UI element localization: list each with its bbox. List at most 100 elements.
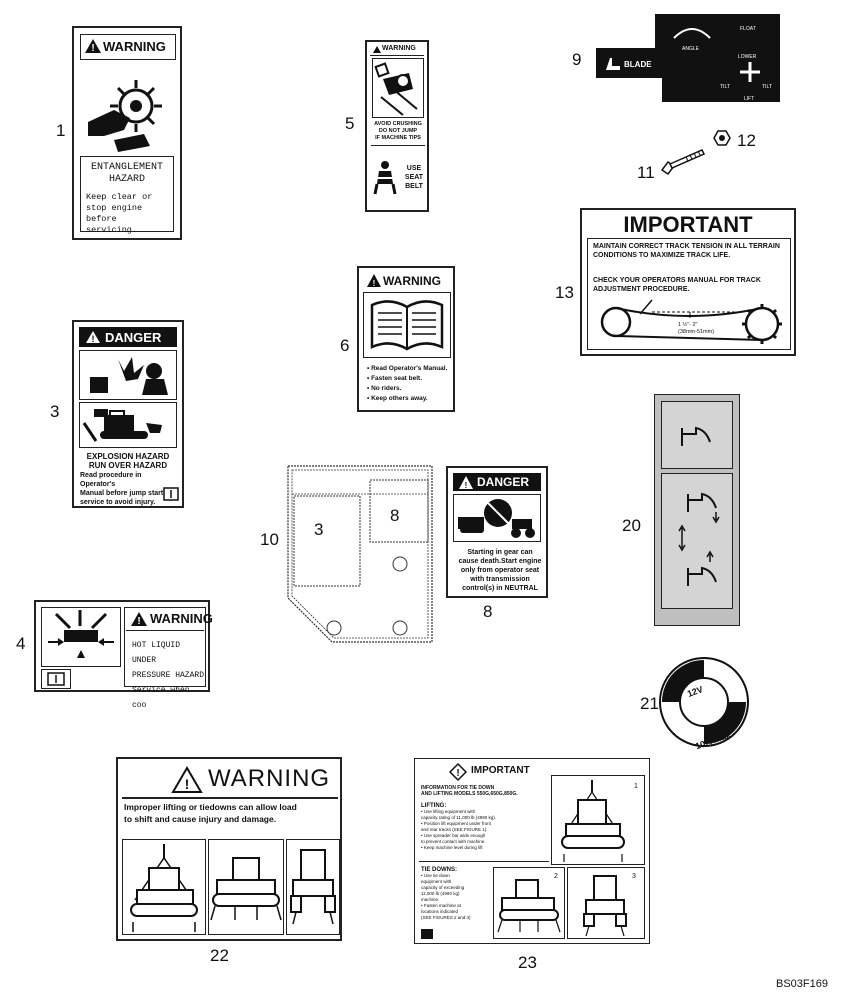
figure-3-number: 3 [632, 873, 636, 880]
battery-explosion-icon [90, 357, 168, 395]
callout-23: 23 [518, 953, 537, 972]
lifting-figure-panel [122, 839, 206, 935]
open-book-icon [370, 300, 444, 351]
lifting-warning-text: Improper lifting or tiedowns can allow l… [124, 802, 297, 824]
position-panel-top [661, 401, 733, 469]
tiedown-rear-figure-panel [286, 839, 340, 935]
decal-20-blade-position-strip [654, 394, 740, 626]
header-divider [122, 797, 338, 799]
danger-header: ! DANGER [453, 473, 541, 491]
callout-8: 8 [483, 602, 493, 621]
section-divider [419, 861, 549, 862]
tiedown-title: TIE DOWNS: [421, 867, 457, 873]
crush-warning-text: AVOID CRUSHING DO NOT JUMP IF MACHINE TI… [374, 121, 422, 141]
track-sag-measurement: 1 ½"- 2" (38mm-51mm) [678, 322, 715, 335]
callout-12: 12 [737, 131, 756, 150]
callout-10: 10 [260, 530, 279, 549]
callout-9: 9 [572, 50, 582, 69]
warning-header-text: WARNING [382, 45, 416, 52]
start-picture-panel [453, 494, 541, 542]
manual-book-icon [47, 672, 65, 686]
decal-10-placement-panel: 3 8 [286, 464, 434, 644]
callout-13: 13 [555, 283, 574, 302]
hazard-instructions: Read procedure in Operator's Manual befo… [80, 472, 172, 506]
dozer-tiedown-rear-icon [290, 849, 336, 925]
important-header-text: IMPORTANT [471, 765, 530, 776]
text-panel [587, 238, 791, 350]
tiedown-side-figure-panel [208, 839, 284, 935]
svg-text:!: ! [456, 768, 459, 779]
important-header-text: IMPORTANT [623, 212, 753, 237]
warning-header: WARNING [370, 45, 424, 56]
seated-operator-icon [373, 161, 397, 195]
callout-22: 22 [210, 946, 229, 965]
svg-text:!: ! [185, 776, 190, 792]
manual-reference-text: CHECK YOUR OPERATORS MANUAL FOR TRACK AD… [593, 277, 761, 293]
blade-label: BLADE [624, 60, 652, 69]
dozer-lifted-icon [130, 844, 198, 932]
nut-icon [713, 130, 731, 146]
radiator-picture-panel [41, 607, 121, 667]
rollover-picture-panel [372, 58, 424, 118]
warning-header: ! WARNING [80, 34, 176, 60]
track-sag-diagram-icon [600, 299, 782, 344]
warning-triangle-outline-icon: ! [171, 766, 203, 793]
svg-text:!: ! [465, 481, 468, 490]
warning-triangle-icon: ! [459, 476, 473, 490]
decal-1-entanglement-warning: ! WARNING ENTANGLEMENT HAZARD Keep clear… [72, 26, 182, 240]
callout-1: 1 [56, 121, 66, 140]
dozer-tiedown-side-icon [497, 879, 561, 933]
danger-header-text: DANGER [477, 475, 530, 489]
machine-rollover-icon [374, 62, 418, 116]
hazard-instructions: HOT LIQUID UNDER PRESSURE HAZARD Service… [132, 641, 205, 710]
float-label: FLOAT [740, 26, 756, 32]
callout-11: 11 [637, 163, 655, 182]
tilt-left-label: TILT [720, 84, 730, 90]
svg-text:!: ! [91, 43, 94, 54]
svg-text:!: ! [137, 616, 140, 627]
dozer-tiedown-side-icon [210, 857, 282, 921]
warning-triangle-icon: ! [131, 612, 147, 627]
decal-13-track-tension-important: IMPORTANT MAINTAIN CORRECT TRACK TENSION… [580, 208, 796, 356]
runover-bypass-start-icon [458, 499, 535, 538]
callout-21: 21 [640, 694, 659, 713]
decal-6-read-manual-warning: ! WARNING • Read Operator's Manual. • Fa… [357, 266, 455, 412]
decal-9-blade-control-panel: ANGLE FLOAT LOWER TILT TILT LIFT [662, 14, 780, 102]
danger-instructions: Starting in gear can cause death.Start e… [458, 549, 542, 592]
svg-text:!: ! [373, 279, 376, 288]
decal-4-hot-liquid-warning: ! WARNING HOT LIQUID UNDER PRESSURE HAZA… [34, 600, 213, 710]
lift-label: LIFT [744, 96, 755, 102]
dozer-runover-icon [82, 409, 162, 442]
warning-text-panel [124, 607, 206, 687]
text-divider [371, 145, 425, 146]
decal-22-lifting-tiedown-warning: ! WARNING Improper lifting or tiedowns c… [116, 757, 342, 941]
important-diamond-icon: ! [448, 762, 468, 782]
blade-direction-cross-icon [740, 62, 760, 82]
callout-20: 20 [622, 516, 641, 535]
callout-4: 4 [16, 634, 26, 653]
position-panel-bottom [661, 473, 733, 609]
decal-8-danger-start-in-gear: ! DANGER Starting in gear can cause deat… [446, 466, 548, 598]
warning-triangle-icon: ! [367, 274, 381, 288]
figure-2-panel: 2 [493, 867, 565, 939]
dozer-tiedown-rear-icon [583, 875, 627, 937]
track-tension-text: MAINTAIN CORRECT TRACK TENSION IN ALL TE… [593, 243, 780, 259]
placement-label-3: 3 [314, 520, 324, 539]
tiedown-intro-text: INFORMATION FOR TIE DOWN AND LIFTING MOD… [421, 785, 518, 797]
danger-header: ! DANGER [79, 327, 177, 347]
warning-triangle-icon [373, 46, 381, 53]
dozer-blade-icon [606, 58, 620, 70]
blade-raised-icon [681, 426, 711, 446]
warning-header-text: WARNING [208, 765, 331, 792]
warning-header-text: WARNING [103, 39, 166, 54]
gear-entanglement-icon [88, 80, 162, 152]
decal-9-blade-control-decal: BLADE [596, 48, 670, 78]
seat-belt-text: USE SEAT BELT [404, 165, 424, 190]
placement-label-8: 8 [390, 506, 400, 525]
lifting-title: LIFTING: [421, 803, 447, 809]
warning-triangle-icon: ! [86, 331, 100, 344]
figure-1-number: 1 [634, 783, 638, 790]
placement-panel-outline [287, 465, 433, 643]
callout-3: 3 [50, 402, 60, 421]
